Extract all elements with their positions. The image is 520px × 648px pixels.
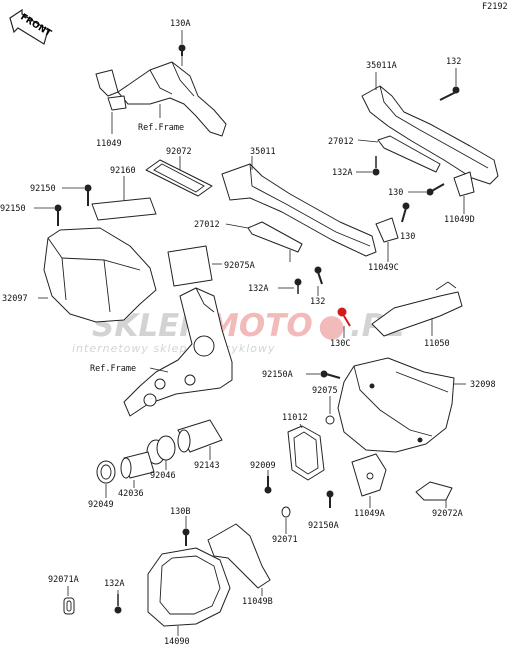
watermark-tagline: internetowy sklep motocyklowy <box>72 342 276 355</box>
label-92150-upper: 92150 <box>30 184 56 194</box>
bushing-42036-part <box>120 451 155 479</box>
bolt-130b-icon <box>182 528 190 546</box>
label-14090: 14090 <box>164 637 190 647</box>
label-92150a-lower: 92150A <box>308 521 339 531</box>
bearing-92046-part <box>146 435 176 465</box>
bracket-11049c-part <box>375 217 399 243</box>
part-labels: 130A 11049 Ref.Frame 35011A 132 27012 13… <box>0 19 496 647</box>
label-11049b: 11049B <box>242 597 273 607</box>
label-130a: 130A <box>170 19 190 29</box>
collar-92075-part <box>325 415 335 425</box>
label-11049a: 11049A <box>354 509 385 519</box>
front-arrow-icon: FRONT <box>9 8 54 45</box>
label-11049: 11049 <box>96 139 122 149</box>
label-32097: 32097 <box>2 294 28 304</box>
bracket-11049d-part <box>453 171 475 197</box>
bracket-11049a-part <box>351 453 387 497</box>
label-11049c: 11049C <box>368 263 399 273</box>
label-130-top: 130 <box>388 188 403 198</box>
label-35011: 35011 <box>250 147 276 157</box>
pad-92160-part <box>91 197 157 221</box>
bolt-92150a-lower-icon <box>326 490 334 508</box>
chain-case-32097-part <box>43 227 157 323</box>
label-132a-mid: 132A <box>248 284 268 294</box>
cover-11012-part <box>287 425 325 481</box>
bolt-92150-left-icon <box>54 204 62 226</box>
label-132a-lower: 132A <box>104 579 124 589</box>
label-130c: 130C <box>330 339 350 349</box>
guard-14090-part <box>147 547 231 627</box>
bolt-92150a-mid-icon <box>320 370 341 379</box>
label-92072: 92072 <box>166 147 192 157</box>
label-27012-top: 27012 <box>328 137 354 147</box>
bolt-132a-lower-icon <box>114 594 122 614</box>
label-ref-frame-top: Ref.Frame <box>138 123 184 133</box>
guard-bracket-27012-top-part <box>377 135 441 173</box>
bolt-130a-icon <box>178 44 186 56</box>
label-42036: 42036 <box>118 489 144 499</box>
frame-bracket-part <box>95 56 227 137</box>
bolt-92009-icon <box>264 476 272 494</box>
label-11012: 11012 <box>282 413 308 423</box>
clamp-92072a-part <box>415 481 453 501</box>
label-27012-lower: 27012 <box>194 220 220 230</box>
label-132-top: 132 <box>446 57 461 67</box>
label-92150-left: 92150 <box>0 204 26 214</box>
bolt-132-mid-icon <box>314 266 323 285</box>
bolt-130-mid-icon <box>401 202 410 223</box>
label-ref-frame-lower: Ref.Frame <box>90 364 136 374</box>
label-92071: 92071 <box>272 535 298 545</box>
label-11049d: 11049D <box>444 215 475 225</box>
grommet-92071a-part <box>63 597 75 615</box>
label-130-mid: 130 <box>400 232 415 242</box>
label-132-mid: 132 <box>310 297 325 307</box>
label-35011a: 35011A <box>366 61 397 71</box>
label-32098: 32098 <box>470 380 496 390</box>
pad-92072-part <box>145 159 213 197</box>
bolt-132a-mid-icon <box>294 278 302 294</box>
watermark-brand-suffix: MOTO <box>208 308 313 344</box>
label-92046: 92046 <box>150 471 176 481</box>
bolt-130c-icon <box>337 307 351 327</box>
chain-guard-35011-part <box>221 163 377 257</box>
bolt-130-top-icon <box>426 183 445 196</box>
guard-bracket-27012-lower-part <box>247 221 303 262</box>
bolt-132-top-icon <box>439 86 460 101</box>
oil-seal-92049-part <box>96 460 116 484</box>
label-92150a-mid: 92150A <box>262 370 293 380</box>
label-92009: 92009 <box>250 461 276 471</box>
label-92160: 92160 <box>110 166 136 176</box>
chain-guard-35011a-part <box>361 85 499 185</box>
bolt-92150-icon <box>84 184 92 206</box>
chain-case-32098-part <box>337 357 455 453</box>
washer-92071-part <box>281 506 291 518</box>
label-92049: 92049 <box>88 500 114 510</box>
label-92072a: 92072A <box>432 509 463 519</box>
bolt-132a-top-icon <box>372 156 380 176</box>
label-11050: 11050 <box>424 339 450 349</box>
bracket-11050-part <box>371 281 463 337</box>
diagram-code: F2192 <box>482 2 508 12</box>
label-132a-top: 132A <box>332 168 352 178</box>
sleeve-92143-part <box>177 419 223 453</box>
label-92075: 92075 <box>312 386 338 396</box>
label-92143: 92143 <box>194 461 220 471</box>
swing-arm-part <box>123 287 233 417</box>
bracket-11049b-part <box>207 523 271 589</box>
caution-label-92075a-part <box>167 245 213 287</box>
label-92071a: 92071A <box>48 575 79 585</box>
label-92075a: 92075A <box>224 261 255 271</box>
label-130b: 130B <box>170 507 190 517</box>
